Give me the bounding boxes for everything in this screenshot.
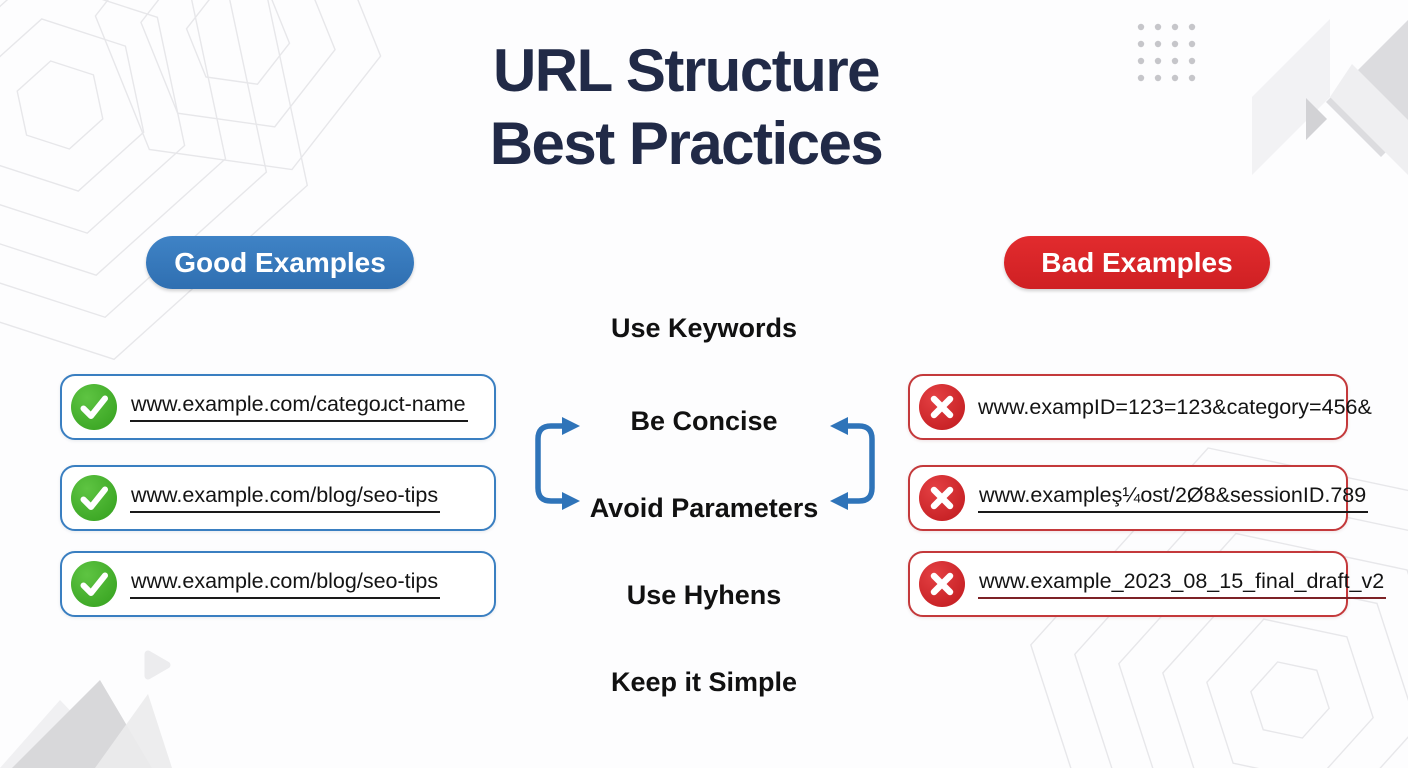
bad-example-row-1: www.exampID=123=123&category=456& bbox=[908, 374, 1372, 440]
good-examples-button[interactable]: Good Examples bbox=[146, 236, 414, 289]
good-example-row-1: www.example.com/categoɹct-name bbox=[60, 374, 496, 440]
principle-keep-it-simple: Keep it Simple bbox=[610, 667, 798, 697]
good-example-row-3: www.example.com/blog/seo-tips bbox=[60, 551, 496, 617]
bad-url-link[interactable]: www.example_2023_08_15_final_draft_v2 bbox=[978, 569, 1387, 599]
good-url-link[interactable]: www.example.com/blog/seo-tips bbox=[130, 483, 441, 513]
principle-use-hyphens: Use Hyhens bbox=[626, 580, 782, 610]
bad-example-row-2: www.exampleş¼ost/2Ø8&sessionID.789 bbox=[908, 465, 1369, 531]
bad-examples-button[interactable]: Bad Examples bbox=[1004, 236, 1270, 289]
check-icon bbox=[71, 475, 117, 521]
principle-avoid-parameters: Avoid Parameters bbox=[589, 493, 819, 523]
page-title-line-2: Best Practices bbox=[489, 110, 884, 177]
good-example-row-2: www.example.com/blog/seo-tips bbox=[60, 465, 496, 531]
good-examples-label: Good Examples bbox=[174, 246, 386, 278]
page-title-line-1: URL Structure bbox=[492, 37, 881, 104]
principle-use-keywords: Use Keywords bbox=[610, 313, 798, 343]
bad-examples-label: Bad Examples bbox=[1041, 246, 1233, 278]
x-icon bbox=[919, 561, 965, 607]
bad-url-text: www.exampID=123=123&category=456& bbox=[978, 394, 1372, 419]
good-url-link[interactable]: www.example.com/blog/seo-tips bbox=[130, 569, 441, 599]
good-url-link[interactable]: www.example.com/categoɹct-name bbox=[130, 392, 468, 422]
principle-be-concise: Be Concise bbox=[630, 406, 778, 436]
bad-url-link[interactable]: www.exampleş¼ost/2Ø8&sessionID.789 bbox=[978, 483, 1369, 513]
page-title: URL Structure Best Practices bbox=[0, 34, 1390, 180]
x-icon bbox=[919, 475, 965, 521]
bad-example-row-3: www.example_2023_08_15_final_draft_v2 bbox=[908, 551, 1387, 617]
x-icon bbox=[919, 384, 965, 430]
check-icon bbox=[71, 561, 117, 607]
check-icon bbox=[71, 384, 117, 430]
